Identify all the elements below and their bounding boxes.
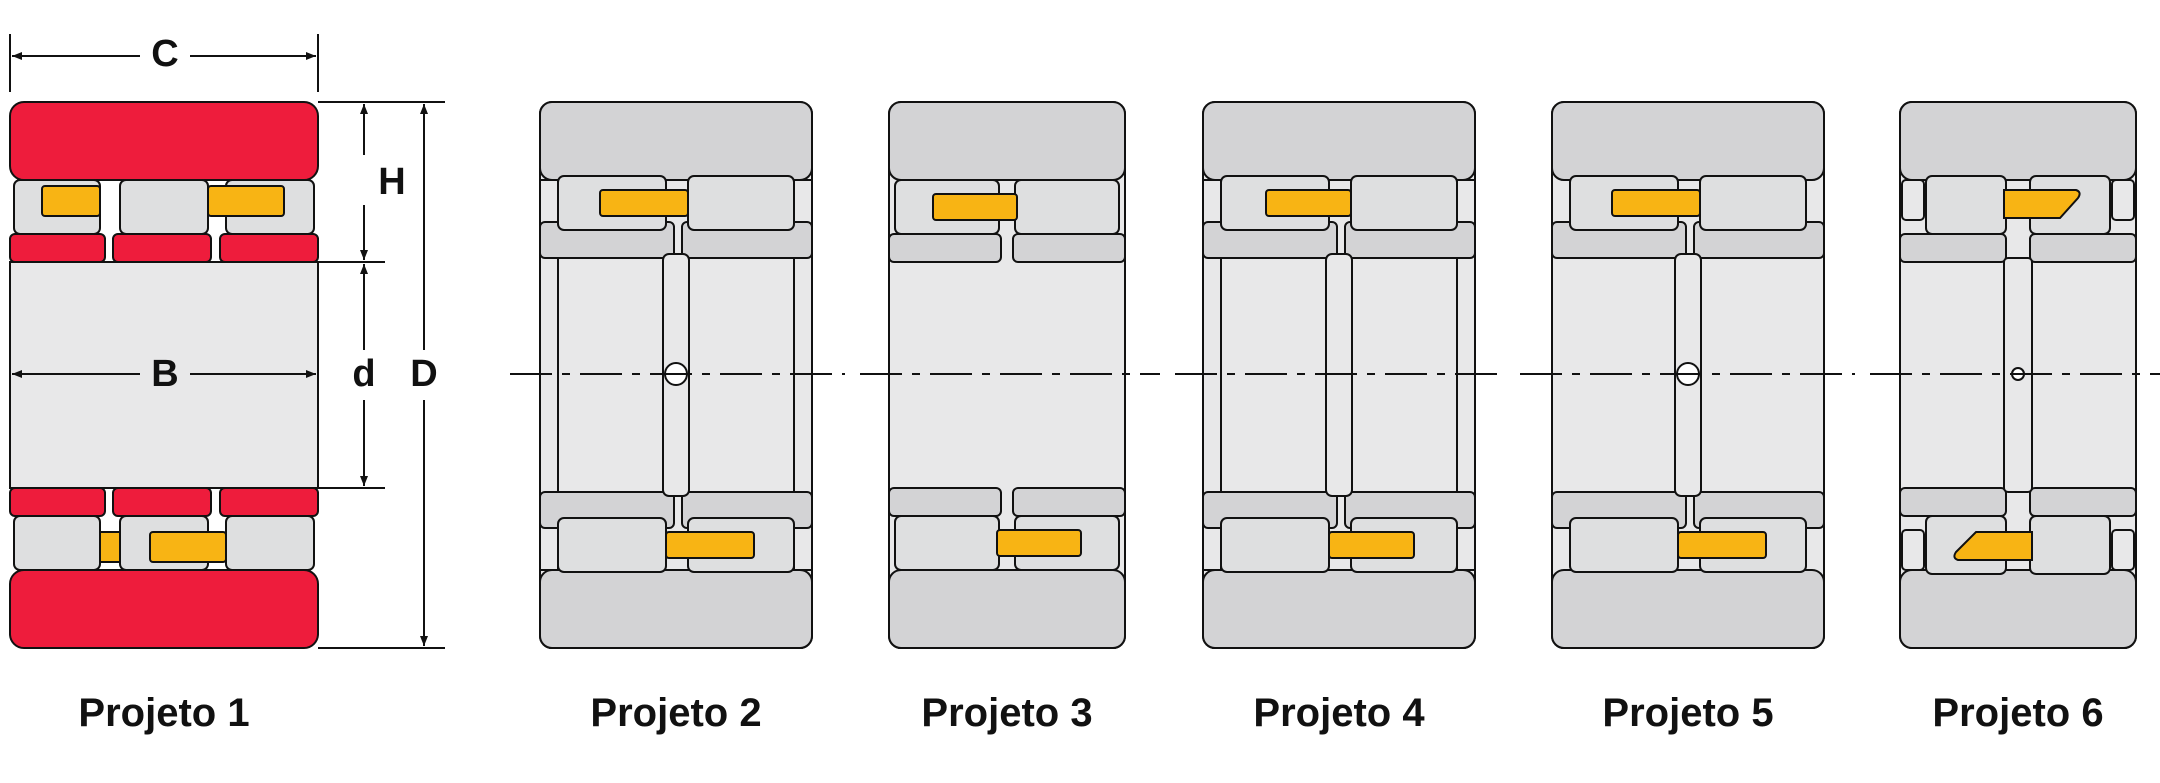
roller: [1699, 175, 1807, 231]
cage: [665, 531, 755, 559]
dimension-label-B: B: [145, 354, 185, 394]
inner-ring: [1012, 487, 1126, 517]
inner-ring: [2029, 233, 2137, 263]
outer-ring-bottom: [9, 569, 319, 649]
roller: [1925, 175, 2007, 235]
inner-ring: [888, 233, 1002, 263]
cage: [1953, 531, 2033, 561]
dimension-label-C: C: [145, 34, 185, 74]
inner-ring: [2029, 487, 2137, 517]
dimension-label-H: H: [372, 162, 412, 202]
inner-ring-segment: [9, 487, 106, 517]
dimension-lines: [9, 34, 445, 649]
dimension-label-d: d: [346, 354, 382, 394]
cage: [207, 185, 285, 217]
outer-ring-bottom: [1551, 569, 1825, 649]
roller: [1350, 175, 1458, 231]
cage: [1265, 189, 1352, 217]
outer-ring-top: [888, 101, 1126, 181]
outer-ring-top: [1899, 101, 2137, 181]
dimension-label-D: D: [404, 354, 444, 394]
seal: [2111, 529, 2135, 571]
inner-ring-segment: [219, 487, 319, 517]
cage: [1611, 189, 1701, 217]
inner-ring: [1899, 233, 2007, 263]
cage: [932, 193, 1018, 221]
cage: [996, 529, 1082, 557]
roller: [1569, 517, 1679, 573]
outer-ring-top: [1202, 101, 1476, 181]
outer-ring-top: [9, 101, 319, 181]
cage: [99, 531, 121, 563]
roller: [119, 179, 209, 235]
roller: [687, 175, 795, 231]
seal: [2111, 179, 2135, 221]
outer-ring-top: [539, 101, 813, 181]
outer-ring-bottom: [1202, 569, 1476, 649]
outer-ring-top: [1551, 101, 1825, 181]
design-3-label: Projeto 3: [921, 691, 1093, 735]
cage: [149, 531, 227, 563]
outer-ring-bottom: [1899, 569, 2137, 649]
seal: [1901, 529, 1925, 571]
roller: [1014, 179, 1120, 235]
design-2-label: Projeto 2: [590, 691, 762, 735]
roller: [557, 517, 667, 573]
cage: [1677, 531, 1767, 559]
inner-ring: [888, 487, 1002, 517]
design-5-section: [1551, 101, 1825, 649]
roller: [894, 515, 1000, 571]
outer-ring-bottom: [539, 569, 813, 649]
cage: [2003, 189, 2081, 219]
inner-ring-segment: [112, 487, 212, 517]
roller: [1220, 517, 1330, 573]
cage: [41, 185, 101, 217]
seal: [1901, 179, 1925, 221]
design-3-section: [888, 101, 1126, 649]
inner-ring-segment: [219, 233, 319, 263]
roller: [2029, 515, 2111, 575]
inner-ring-segment: [9, 233, 106, 263]
inner-ring-segment: [112, 233, 212, 263]
roller: [225, 515, 315, 571]
inner-ring: [1012, 233, 1126, 263]
outer-ring-bottom: [888, 569, 1126, 649]
design-1-label: Projeto 1: [78, 691, 250, 735]
design-4-label: Projeto 4: [1253, 691, 1425, 735]
cage: [1328, 531, 1415, 559]
design-5-label: Projeto 5: [1602, 691, 1774, 735]
inner-ring: [1899, 487, 2007, 517]
roller: [13, 515, 101, 571]
design-6-label: Projeto 6: [1932, 691, 2104, 735]
cage: [599, 189, 689, 217]
